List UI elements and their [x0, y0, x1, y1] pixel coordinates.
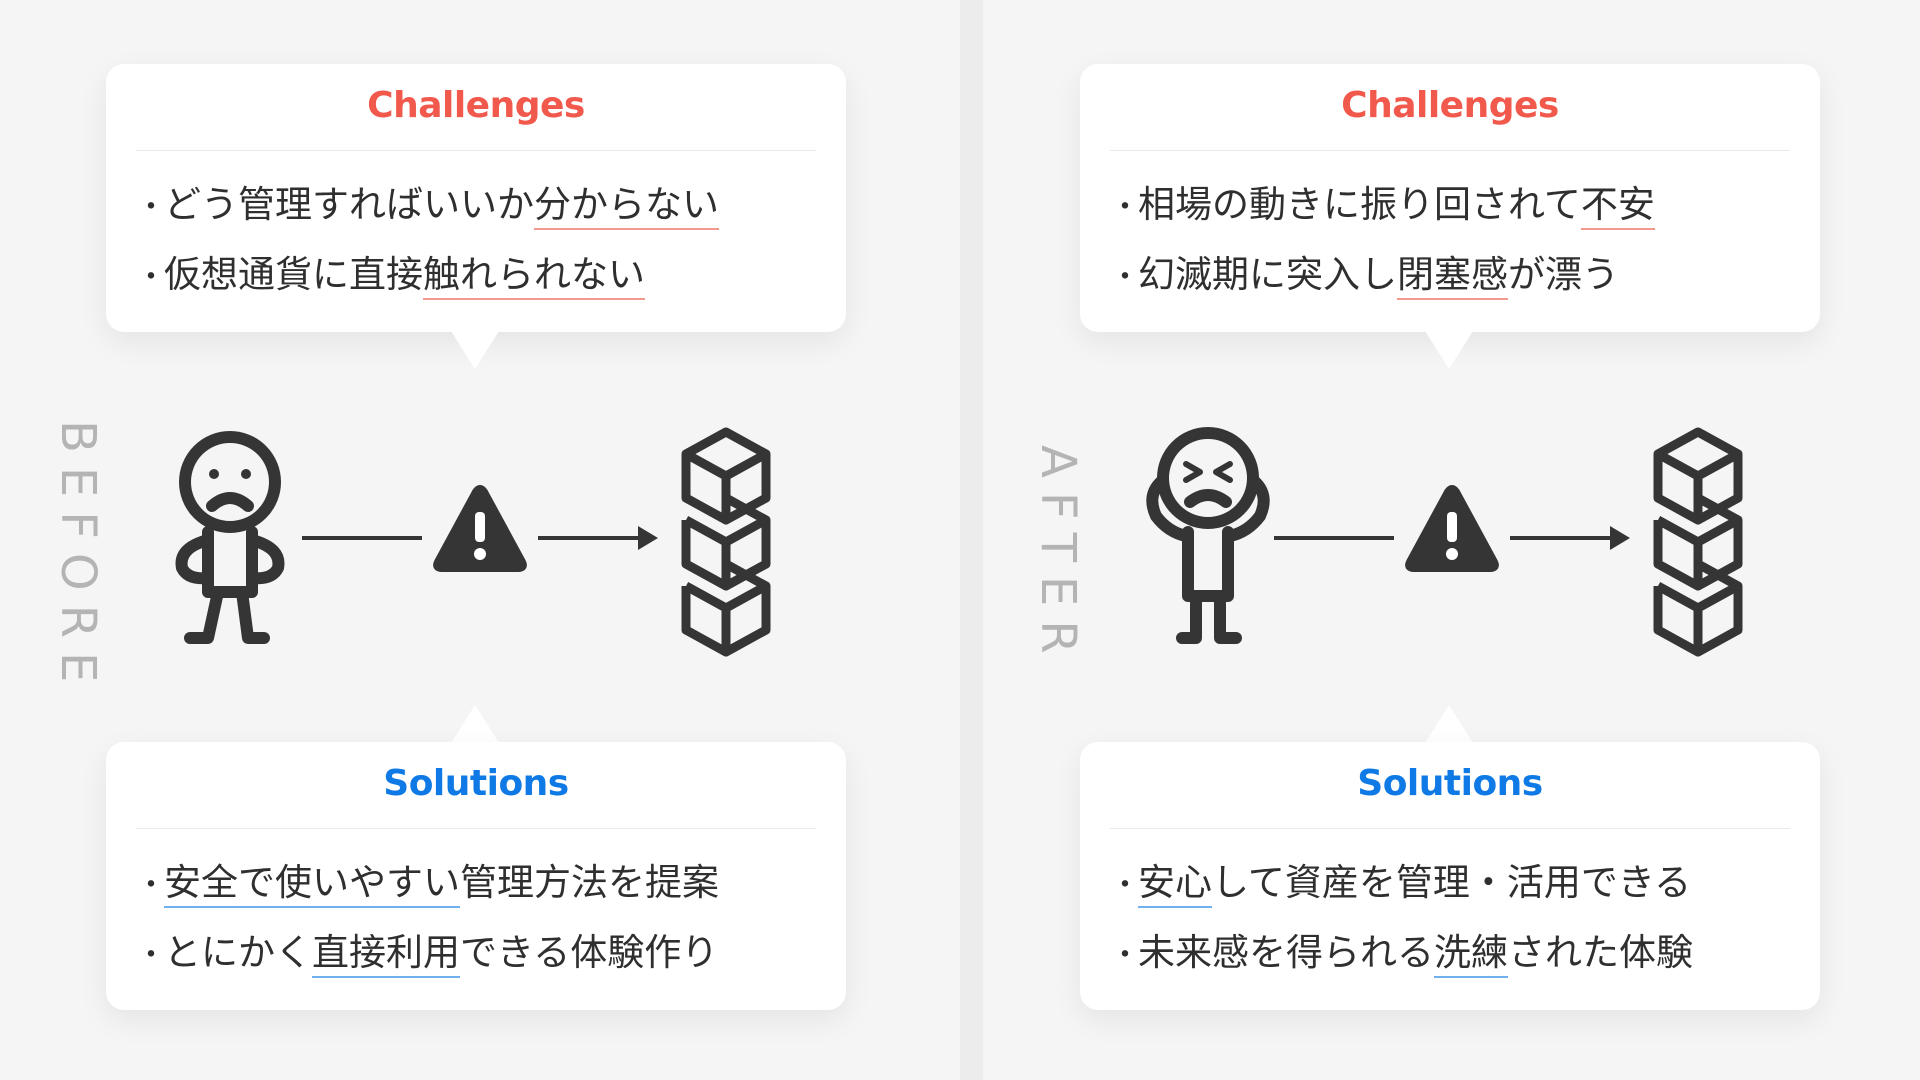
item-text: 未来感を得られる	[1138, 931, 1434, 974]
bullet: ・	[1110, 190, 1140, 225]
callout-tail	[451, 331, 499, 369]
sad-person-icon	[175, 431, 285, 644]
highlight-text: 直接利用	[312, 931, 460, 978]
highlight-text: 安心	[1138, 861, 1212, 908]
before-solution-item: ・とにかく直接利用できる体験作り	[136, 923, 846, 993]
blockchain-blocks-icon	[1653, 427, 1743, 657]
before-solution-item: ・安全で使いやすい管理方法を提案	[136, 853, 846, 923]
highlight-text: 安全で使いやすい	[164, 861, 460, 908]
before-solutions-title: Solutions	[383, 763, 569, 804]
item-text: 管理方法を提案	[460, 861, 719, 904]
separator	[1110, 828, 1790, 829]
after-challenges-card: Challenges ・相場の動きに振り回されて不安 ・幻滅期に突入し閉塞感が漂…	[1080, 64, 1820, 332]
arrow-right-icon	[1510, 526, 1630, 550]
warning-icon	[1405, 485, 1499, 572]
after-solution-item: ・未来感を得られる洗練された体験	[1110, 923, 1820, 993]
before-label: BEFORE	[50, 420, 106, 697]
bullet: ・	[1110, 868, 1140, 903]
item-text: して資産を管理・活用できる	[1212, 861, 1692, 904]
before-challenge-item: ・どう管理すればいいか分からない	[136, 175, 846, 245]
callout-tail	[451, 705, 499, 743]
stressed-person-icon	[1146, 427, 1270, 644]
arrow-right-icon	[538, 526, 658, 550]
item-text: とにかく	[164, 931, 312, 974]
highlight-text: 閉塞感	[1397, 253, 1508, 300]
after-challenge-item: ・幻滅期に突入し閉塞感が漂う	[1110, 245, 1820, 315]
bullet: ・	[1110, 260, 1140, 295]
bullet: ・	[136, 190, 166, 225]
center-divider	[960, 0, 983, 1080]
before-challenges-card: Challenges ・どう管理すればいいか分からない ・仮想通貨に直接触れられ…	[106, 64, 846, 332]
before-flow-diagram	[175, 427, 771, 657]
separator	[136, 150, 816, 151]
warning-icon	[433, 485, 527, 572]
after-solution-item: ・安心して資産を管理・活用できる	[1110, 853, 1820, 923]
item-text: 幻滅期に突入し	[1138, 253, 1397, 296]
bullet: ・	[1110, 938, 1140, 973]
before-challenges-title: Challenges	[367, 85, 585, 126]
highlight-text: 分からない	[534, 183, 719, 230]
separator	[1110, 150, 1790, 151]
after-solutions-title: Solutions	[1357, 763, 1543, 804]
callout-tail	[1425, 705, 1473, 743]
after-label: AFTER	[1030, 445, 1086, 668]
item-text: された体験	[1508, 931, 1693, 974]
highlight-text: 触れられない	[423, 253, 645, 300]
separator	[136, 828, 816, 829]
bullet: ・	[136, 260, 166, 295]
after-challenges-title: Challenges	[1341, 85, 1559, 126]
item-text: が漂う	[1508, 253, 1619, 296]
after-flow-diagram	[1146, 427, 1743, 657]
after-challenge-item: ・相場の動きに振り回されて不安	[1110, 175, 1820, 245]
item-text: 仮想通貨に直接	[164, 253, 423, 296]
item-text: どう管理すればいいか	[164, 183, 534, 226]
before-solutions-card: Solutions ・安全で使いやすい管理方法を提案 ・とにかく直接利用できる体…	[106, 742, 846, 1010]
bullet: ・	[136, 938, 166, 973]
after-solutions-card: Solutions ・安心して資産を管理・活用できる ・未来感を得られる洗練され…	[1080, 742, 1820, 1010]
highlight-text: 不安	[1580, 183, 1655, 230]
blockchain-blocks-icon	[681, 427, 771, 657]
before-challenge-item: ・仮想通貨に直接触れられない	[136, 245, 846, 315]
bullet: ・	[136, 868, 166, 903]
highlight-text: 洗練	[1434, 931, 1508, 978]
item-text: できる体験作り	[460, 931, 719, 974]
item-text: 相場の動きに振り回されて	[1138, 183, 1581, 226]
callout-tail	[1425, 331, 1473, 369]
